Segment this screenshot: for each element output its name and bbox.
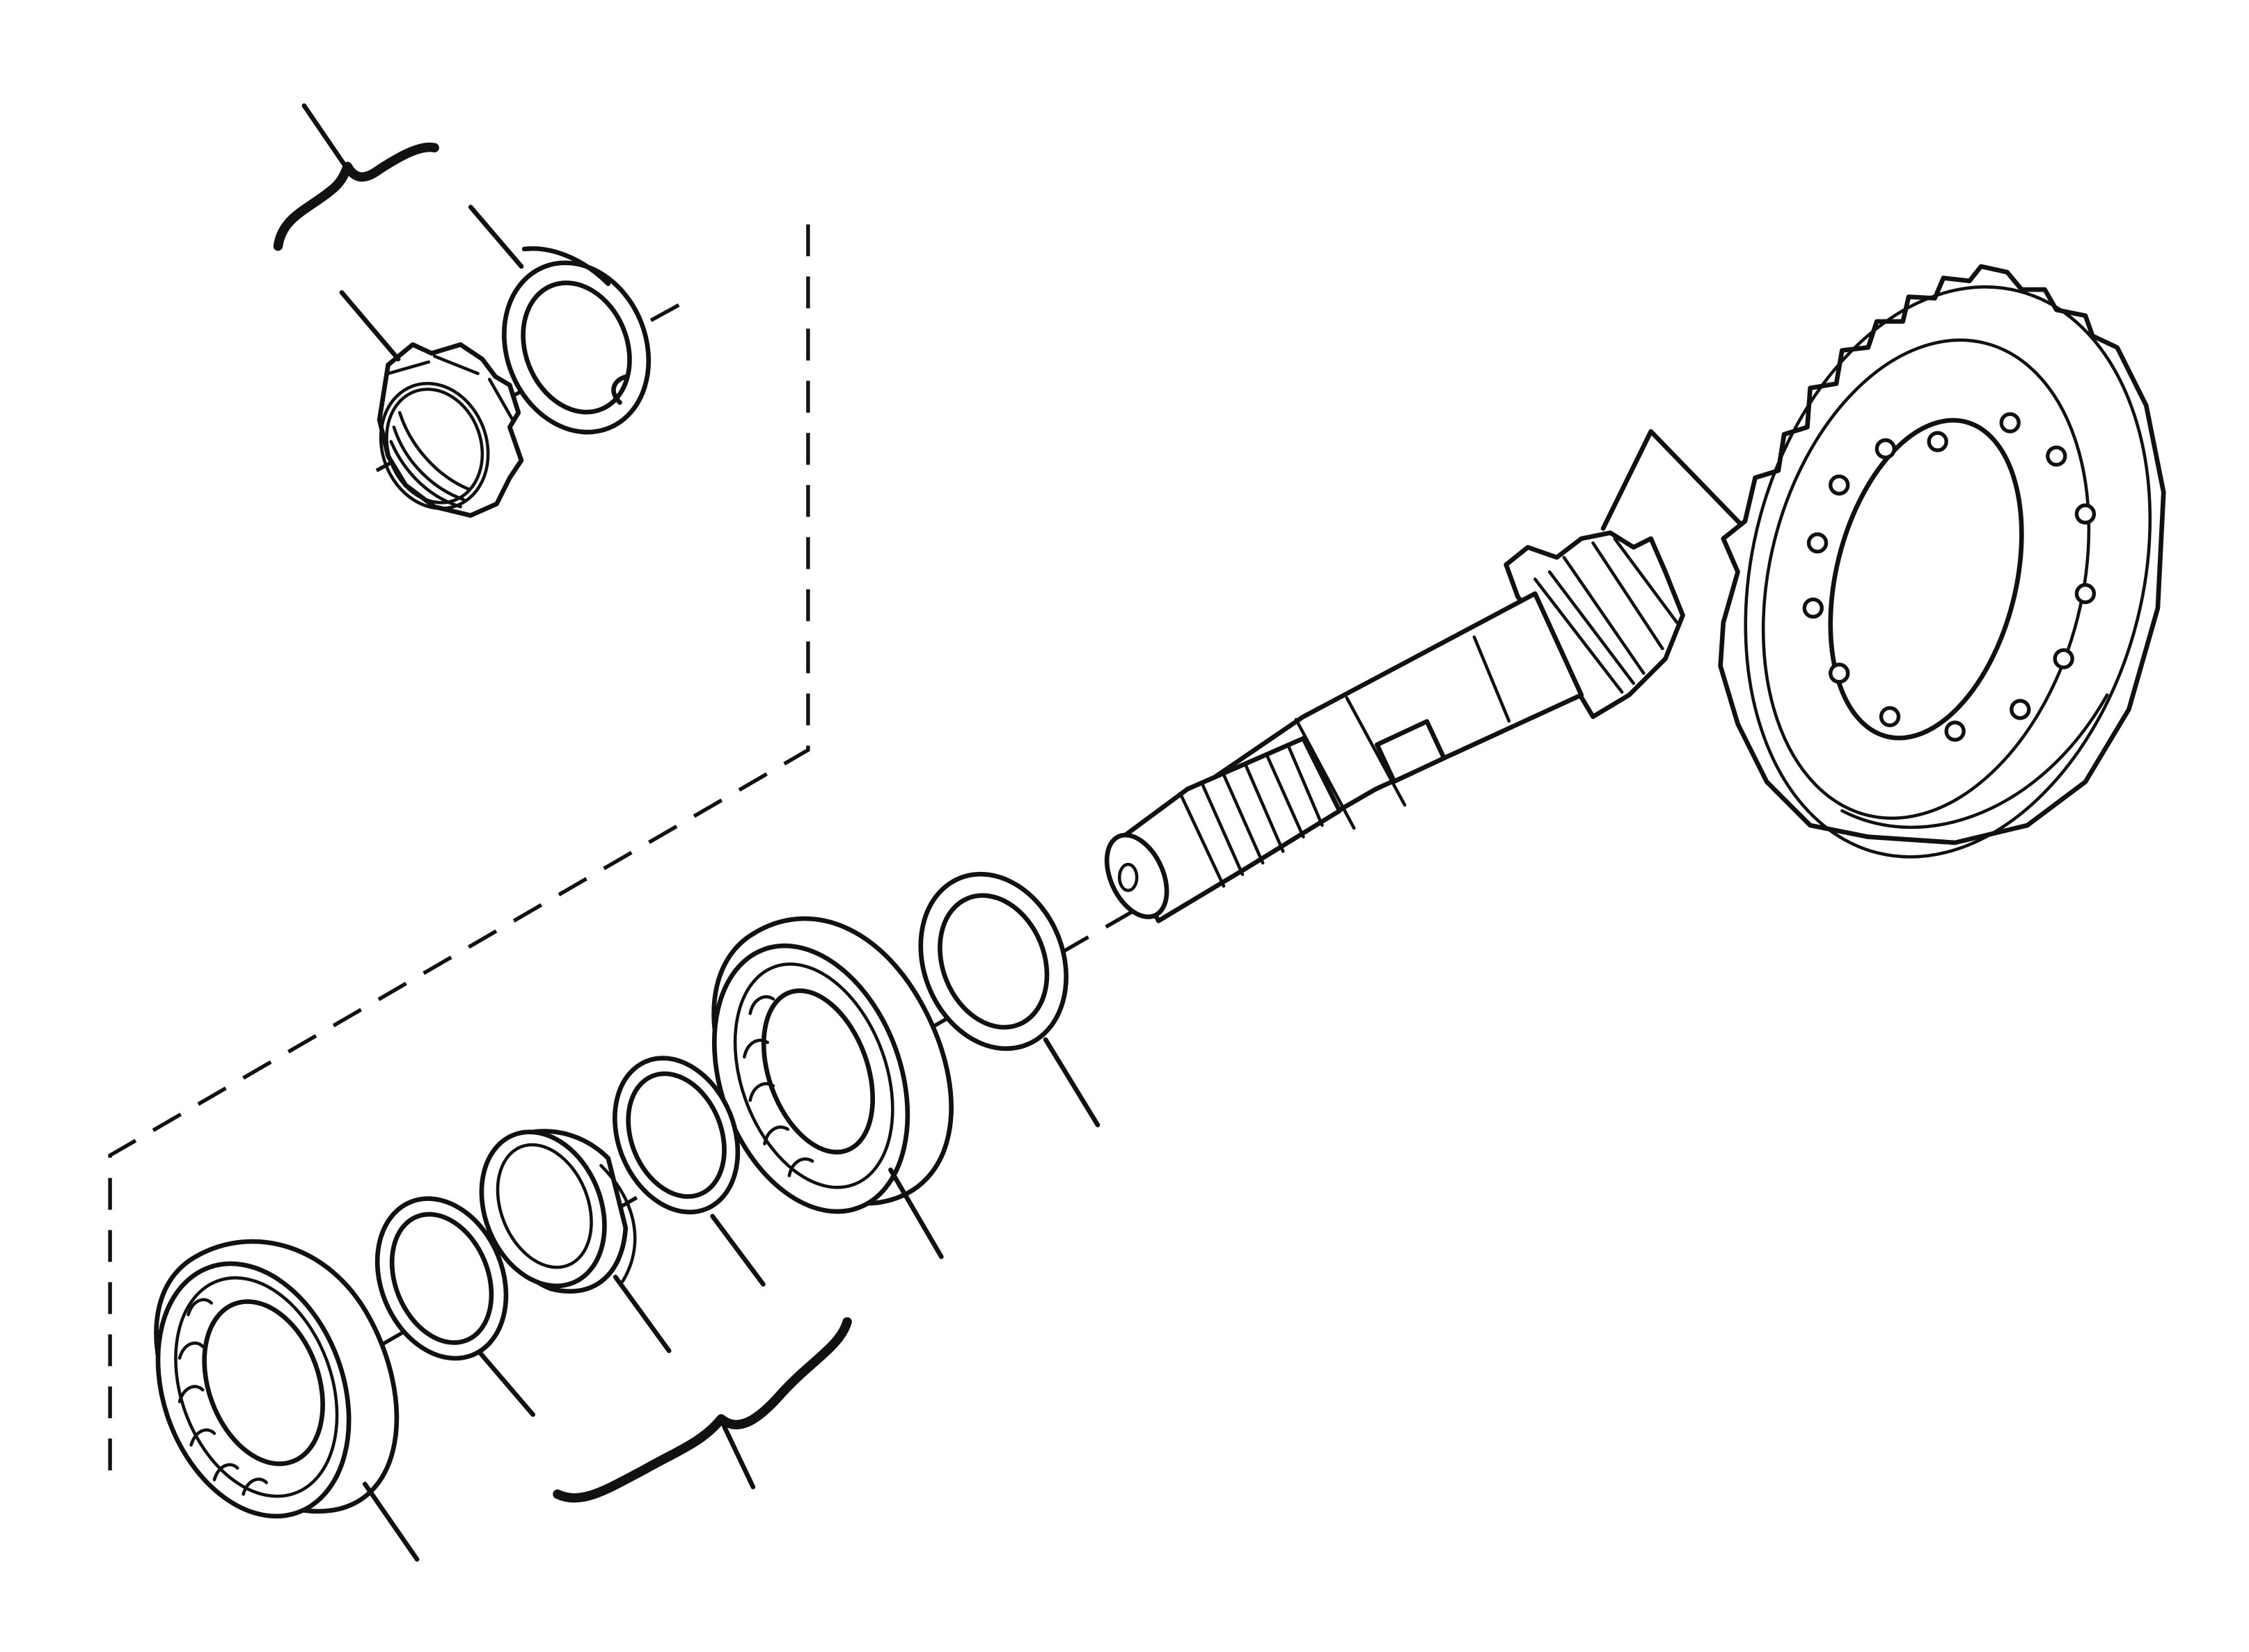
tab-washer-icon <box>468 205 652 435</box>
shim-washer-icon <box>612 1056 766 1287</box>
group-bracket-top <box>273 103 439 251</box>
group-bracket-bottom <box>553 1317 852 1503</box>
assembly-boundary-dashed <box>108 224 810 1477</box>
shim-washer-icon <box>918 871 1100 1127</box>
collar-icon <box>479 1129 672 1353</box>
shim-washer-icon <box>374 1196 535 1417</box>
slotted-nut-icon <box>339 289 524 518</box>
roller-bearing-icon <box>711 916 954 1260</box>
roller-bearing-icon <box>154 1239 420 1562</box>
ring-gear-icon <box>1718 264 2166 859</box>
pinion-shaft-icon <box>1104 429 1744 923</box>
